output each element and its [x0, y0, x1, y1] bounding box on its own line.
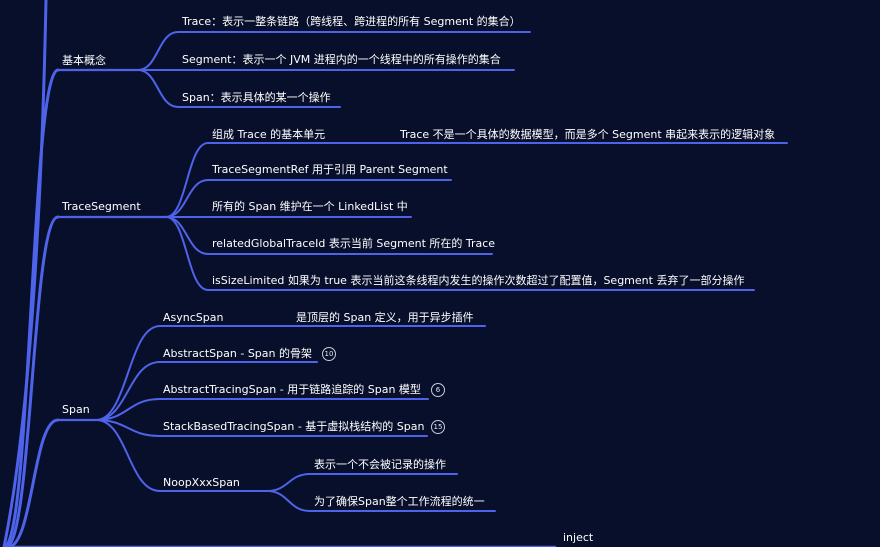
node-trace-definition[interactable]: Trace：表示一整条链路（跨线程、跨进程的所有 Segment 的集合）	[182, 15, 521, 28]
branch-connector	[4, 215, 60, 547]
branch-connector	[95, 361, 161, 421]
node-span-linkedlist[interactable]: 所有的 Span 维护在一个 LinkedList 中	[212, 200, 408, 213]
node-noop-span[interactable]: NoopXxxSpan	[163, 476, 240, 489]
branch-connector	[266, 473, 311, 492]
branch-connector	[137, 31, 179, 71]
node-abstract-tracing-span[interactable]: AbstractTracingSpan - 用于链路追踪的 Span 模型	[163, 383, 421, 396]
branch-connector	[165, 179, 209, 218]
branch-connector	[2, 0, 48, 547]
node-segment-definition[interactable]: Segment：表示一个 JVM 进程内的一个线程中的所有操作的集合	[182, 53, 501, 66]
count-badge: 10	[322, 347, 336, 361]
node-related-global-trace-id[interactable]: relatedGlobalTraceId 表示当前 Segment 所在的 Tr…	[212, 237, 496, 250]
branch-connector	[266, 490, 311, 512]
node-inject[interactable]: inject	[563, 531, 594, 544]
node-is-size-limited[interactable]: isSizeLimited 如果为 true 表示当前这条线程内发生的操作次数超…	[212, 274, 745, 287]
node-span[interactable]: Span	[62, 403, 90, 416]
node-abstract-span[interactable]: AbstractSpan - Span 的骨架	[163, 347, 312, 360]
node-span-definition[interactable]: Span：表示具体的某一个操作	[182, 91, 331, 104]
node-trace-segment[interactable]: TraceSegment	[62, 200, 141, 213]
branch-connector	[2, 68, 60, 547]
node-basic-concept[interactable]: 基本概念	[62, 54, 106, 67]
branch-connector	[95, 419, 161, 492]
node-stack-based-tracing-span[interactable]: StackBasedTracingSpan - 基于虚拟栈结构的 Span	[163, 420, 425, 433]
branch-connector	[165, 216, 209, 255]
node-noop-not-recorded[interactable]: 表示一个不会被记录的操作	[314, 458, 446, 471]
node-async-span-desc[interactable]: 是顶层的 Span 定义，用于异步插件	[296, 311, 474, 324]
node-trace-basic-unit[interactable]: 组成 Trace 的基本单元	[212, 128, 326, 141]
count-badge: 6	[431, 383, 445, 397]
branch-connector	[137, 69, 179, 108]
node-noop-workflow-unified[interactable]: 为了确保Span整个工作流程的统一	[314, 495, 485, 508]
branch-connector	[6, 418, 60, 547]
branch-connector	[165, 216, 209, 291]
count-badge: 15	[431, 420, 445, 434]
branch-connector	[165, 142, 209, 218]
branch-connector	[95, 419, 161, 437]
branch-connector	[95, 325, 161, 421]
node-async-span[interactable]: AsyncSpan	[163, 311, 224, 324]
node-trace-segment-ref[interactable]: TraceSegmentRef 用于引用 Parent Segment	[212, 163, 448, 176]
branch-connector	[95, 398, 161, 421]
node-trace-logical-object[interactable]: Trace 不是一个具体的数据模型，而是多个 Segment 串起来表示的逻辑对…	[400, 128, 776, 141]
